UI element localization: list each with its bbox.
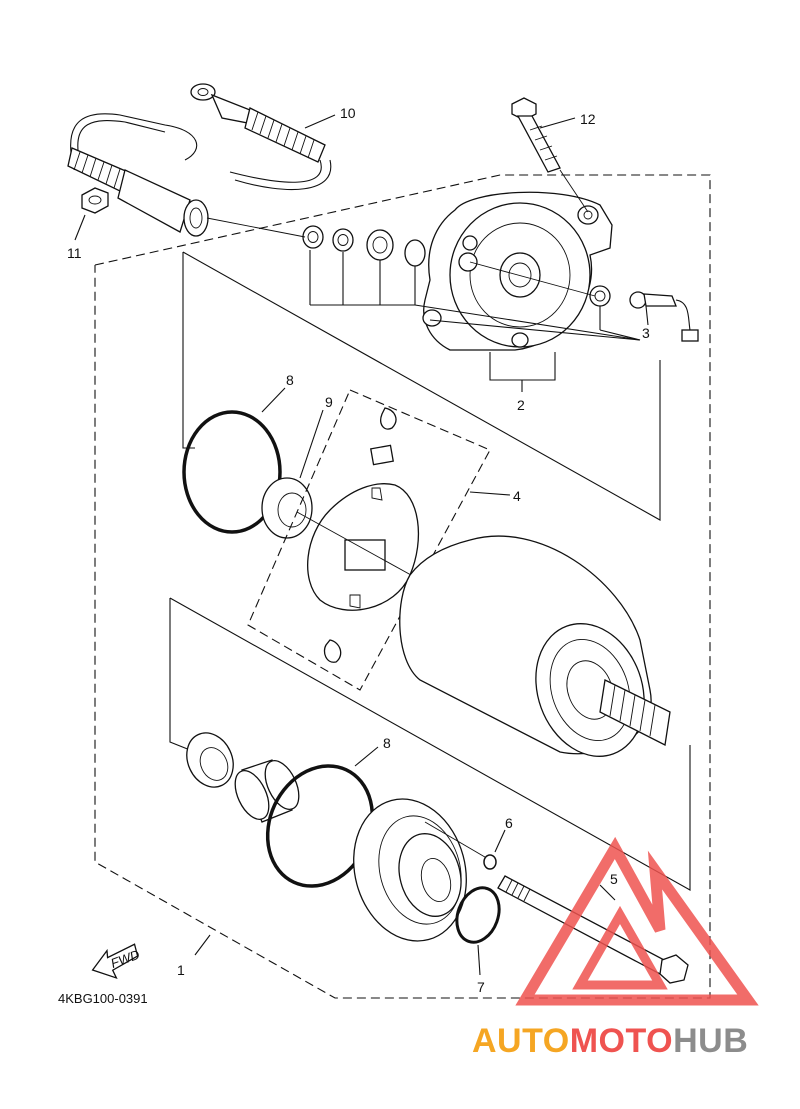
washer-9 bbox=[261, 409, 324, 539]
subassembly-outline bbox=[169, 251, 691, 891]
o-ring-6 bbox=[483, 854, 497, 870]
callout-11: 11 bbox=[67, 245, 82, 261]
callout-8-lower: 8 bbox=[383, 735, 391, 751]
callout-1: 1 bbox=[177, 962, 185, 978]
callout-9: 9 bbox=[325, 394, 333, 410]
watermark-hub: HUB bbox=[673, 1022, 748, 1060]
washer-set bbox=[302, 225, 699, 342]
motor-yoke bbox=[399, 535, 671, 757]
callout-5: 5 bbox=[610, 871, 618, 887]
watermark-text: AUTOMOTOHUB bbox=[472, 1022, 748, 1060]
nut-11 bbox=[81, 187, 109, 214]
front-cover bbox=[353, 798, 491, 942]
callout-4: 4 bbox=[513, 488, 521, 504]
brush-springs bbox=[323, 407, 397, 663]
callout-6: 6 bbox=[505, 815, 513, 831]
o-ring-7 bbox=[455, 886, 501, 944]
diagram-code: 4KBG100-0391 bbox=[58, 991, 148, 1006]
brush-kit-boundary bbox=[247, 389, 491, 691]
callout-12: 12 bbox=[580, 111, 596, 127]
o-ring-8-upper bbox=[182, 410, 282, 534]
watermark-moto: MOTO bbox=[570, 1022, 673, 1060]
fwd-label: FWD bbox=[109, 947, 142, 971]
starter-cable bbox=[67, 83, 332, 237]
long-bolt-5 bbox=[497, 875, 689, 984]
watermark-logo-icon bbox=[515, 836, 759, 1006]
callout-10: 10 bbox=[340, 105, 356, 121]
oil-seal bbox=[186, 732, 234, 788]
brush-plate bbox=[296, 483, 421, 611]
watermark-auto: AUTO bbox=[472, 1022, 570, 1060]
callout-2: 2 bbox=[517, 397, 525, 413]
callout-3: 3 bbox=[642, 325, 650, 341]
fwd-arrow-icon: FWD bbox=[91, 943, 142, 980]
bolt-12 bbox=[511, 97, 561, 173]
callout-7: 7 bbox=[477, 979, 485, 995]
rear-cover bbox=[422, 191, 613, 351]
needle-bearing bbox=[234, 759, 300, 823]
callout-8-upper: 8 bbox=[286, 372, 294, 388]
leader-3 bbox=[74, 114, 649, 392]
